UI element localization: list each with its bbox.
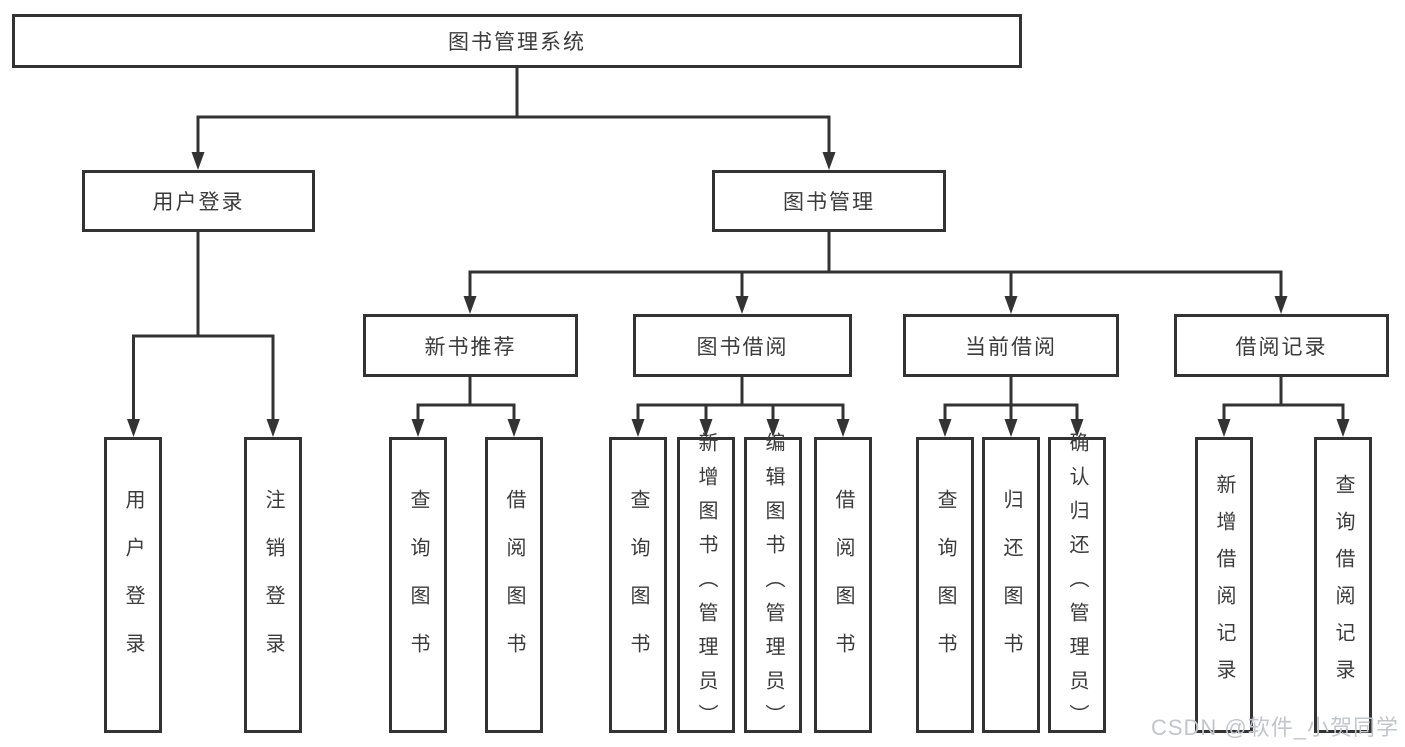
leaf-query-books-current: 查询图书 [916,437,974,733]
node-label: 图书借阅 [696,335,789,359]
node-label: 查询图书 [627,489,649,681]
node-user-login: 用户登录 [82,170,315,232]
node-label: 借阅图书 [832,489,854,681]
node-current-borrowing: 当前借阅 [903,314,1119,377]
leaf-confirm-return-admin: 确认归还（管理员） [1048,432,1106,738]
leaf-query-borrow-record: 查询借阅记录 [1314,437,1372,733]
node-label: 用户登录 [122,489,144,681]
node-book-management: 图书管理 [712,170,946,232]
node-label: 新书推荐 [424,335,517,359]
node-label: 编辑图书（管理员） [762,432,784,738]
node-label: 注销登录 [262,489,284,681]
node-label: 图书管理系统 [448,31,586,54]
node-label: 借阅记录 [1235,335,1328,359]
node-borrowing-records: 借阅记录 [1174,314,1389,377]
node-label: 确认归还（管理员） [1066,432,1088,738]
node-new-book-recommend: 新书推荐 [363,314,578,377]
node-label: 图书管理 [783,191,875,214]
arrowheads [127,152,1350,437]
leaf-user-login: 用户登录 [104,437,162,733]
leaf-add-borrow-record: 新增借阅记录 [1195,437,1253,733]
leaf-borrow-books-borrowing: 借阅图书 [814,437,872,733]
leaf-borrow-books-recommend: 借阅图书 [485,437,543,733]
leaf-add-books-admin: 新增图书（管理员） [677,432,735,738]
node-label: 借阅图书 [503,489,525,681]
leaf-query-books-borrowing: 查询图书 [609,437,667,733]
leaf-edit-books-admin: 编辑图书（管理员） [744,432,802,738]
node-label: 新增借阅记录 [1213,474,1235,696]
node-book-borrowing: 图书借阅 [633,314,852,377]
node-label: 查询图书 [407,489,429,681]
leaf-query-books-recommend: 查询图书 [389,437,447,733]
node-label: 用户登录 [152,191,245,214]
node-label: 当前借阅 [965,335,1057,359]
node-label: 查询图书 [934,489,956,681]
node-label: 查询借阅记录 [1332,474,1354,696]
node-label: 新增图书（管理员） [695,432,717,738]
leaf-logout: 注销登录 [244,437,302,733]
node-root-system: 图书管理系统 [12,14,1022,68]
csdn-watermark: CSDN @软件_小贺同学 [1150,715,1399,740]
leaf-return-books: 归还图书 [982,437,1040,733]
node-label: 归还图书 [1000,489,1022,681]
